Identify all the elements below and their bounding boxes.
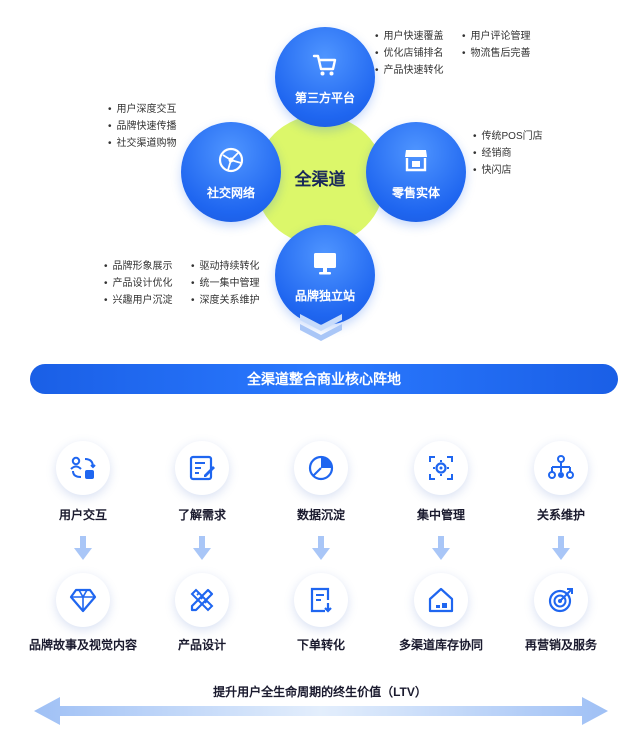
bullet-item: 品牌快速传播 [108, 118, 177, 135]
bullets-right: 传统POS门店 经销商 快闪店 [473, 128, 543, 179]
bullet-item: 兴趣用户沉淀 [104, 292, 173, 309]
tile-understand-needs[interactable] [175, 441, 229, 495]
warehouse-home-icon [428, 587, 454, 613]
node-label: 品牌独立站 [294, 289, 355, 303]
bullets-top-col1: 用户快速覆盖 优化店铺排名 产品快速转化 [375, 28, 444, 79]
bullet-item: 传统POS门店 [473, 128, 543, 145]
tile-data-accumulation[interactable] [294, 441, 348, 495]
arrow-down-icon [312, 536, 330, 560]
tile-inventory-sync[interactable] [414, 573, 468, 627]
bullets-bottom-col2: 驱动持续转化 统一集中管理 深度关系维护 [191, 258, 260, 309]
chevron-down-icon [300, 314, 342, 331]
bullet-item: 用户深度交互 [108, 101, 177, 118]
order-download-icon [310, 587, 332, 613]
tile-relationship-maintenance[interactable] [534, 441, 588, 495]
gear-focus-icon [429, 456, 453, 480]
tile-product-design[interactable] [175, 573, 229, 627]
bullets-left: 用户深度交互 品牌快速传播 社交渠道购物 [108, 101, 177, 152]
bullet-item: 驱动持续转化 [191, 258, 260, 275]
node-label: 社交网络 [206, 186, 255, 200]
bullet-item: 用户快速覆盖 [375, 28, 444, 45]
bullets-top-col2: 用户评论管理 物流售后完善 [462, 28, 531, 62]
double-arrow-icon [34, 697, 608, 725]
grid-label: 再营销及服务 [524, 638, 597, 652]
target-icon [548, 588, 573, 613]
grid-label: 产品设计 [177, 638, 226, 652]
grid-label: 多渠道库存协同 [398, 638, 483, 652]
tile-remarketing[interactable] [534, 573, 588, 627]
bullet-item: 产品快速转化 [375, 62, 444, 79]
user-interaction-icon [70, 456, 96, 479]
grid-label: 品牌故事及视觉内容 [28, 638, 137, 652]
arrow-down-icon [193, 536, 211, 560]
tile-central-management[interactable] [414, 441, 468, 495]
arrow-down-icon [552, 536, 570, 560]
pie-chart-icon [308, 455, 334, 481]
storefront-icon [405, 150, 427, 172]
tile-user-interaction[interactable] [56, 441, 110, 495]
edit-form-icon [189, 455, 215, 481]
bullet-item: 产品设计优化 [104, 275, 173, 292]
bullet-item: 深度关系维护 [191, 292, 260, 309]
grid-label: 下单转化 [296, 638, 345, 652]
grid-label: 集中管理 [416, 508, 465, 522]
bullet-item: 品牌形象展示 [104, 258, 173, 275]
bullet-item: 快闪店 [473, 162, 543, 179]
node-retail-physical[interactable]: 零售实体 [366, 122, 466, 222]
core-banner: 全渠道整合商业核心阵地 [30, 364, 618, 394]
tile-brand-story[interactable] [56, 573, 110, 627]
grid-label: 了解需求 [177, 508, 226, 522]
hub-label: 全渠道 [294, 170, 346, 189]
bullet-item: 经销商 [473, 145, 543, 162]
shopping-cart-icon [312, 54, 337, 76]
node-third-party-platform[interactable]: 第三方平台 [275, 27, 375, 127]
arrow-down-icon [74, 536, 92, 560]
hierarchy-icon [548, 455, 574, 479]
node-label: 零售实体 [391, 186, 440, 200]
grid-label: 用户交互 [58, 508, 107, 522]
globe-network-icon [218, 147, 244, 173]
bullet-item: 优化店铺排名 [375, 45, 444, 62]
chevron-down-icon [300, 324, 342, 341]
grid-label: 关系维护 [536, 508, 585, 522]
node-label: 第三方平台 [294, 91, 355, 105]
design-tools-icon [190, 588, 214, 612]
bullet-item: 物流售后完善 [462, 45, 531, 62]
bullet-item: 社交渠道购物 [108, 135, 177, 152]
grid-label: 数据沉淀 [296, 508, 345, 522]
arrow-down-icon [432, 536, 450, 560]
node-social-network[interactable]: 社交网络 [181, 122, 281, 222]
bullets-bottom-col1: 品牌形象展示 产品设计优化 兴趣用户沉淀 [104, 258, 173, 309]
ltv-label: 提升用户全生命周期的终生价值（LTV） [213, 685, 427, 699]
diamond-icon [69, 588, 97, 613]
bullet-item: 统一集中管理 [191, 275, 260, 292]
monitor-icon [314, 253, 336, 275]
node-brand-website[interactable]: 品牌独立站 [275, 225, 375, 325]
bullet-item: 用户评论管理 [462, 28, 531, 45]
tile-order-conversion[interactable] [294, 573, 348, 627]
